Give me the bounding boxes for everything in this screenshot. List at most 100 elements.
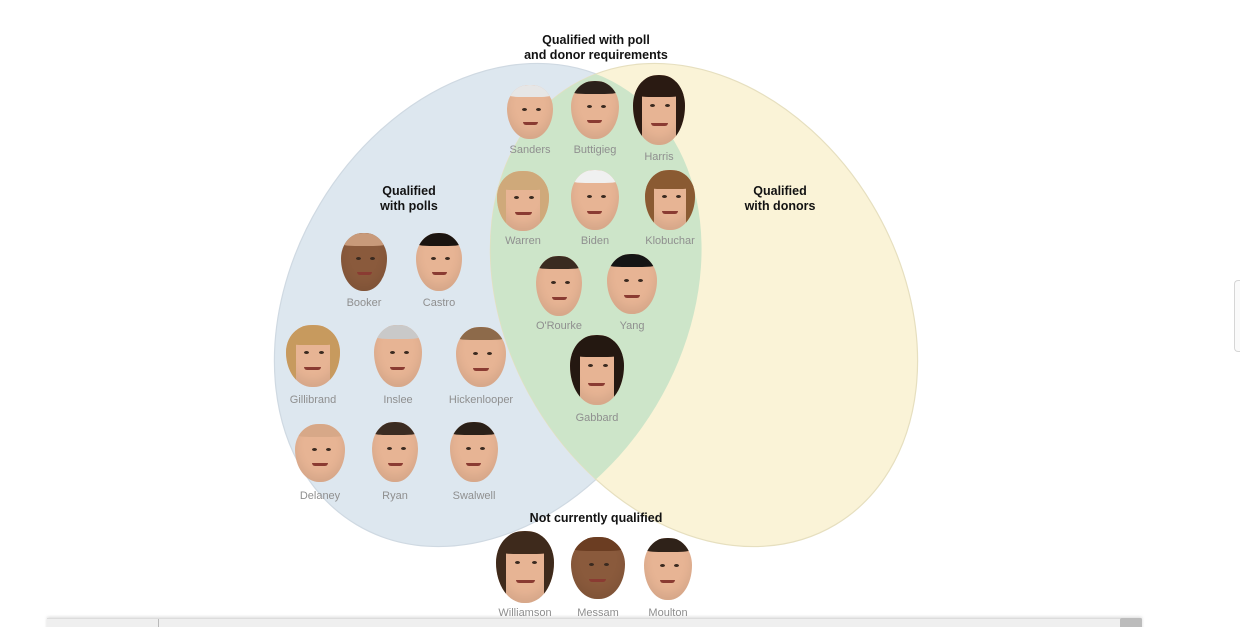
- candidate-warren: Warren: [497, 171, 549, 247]
- eye-shape: [312, 448, 317, 451]
- eye-shape: [551, 281, 556, 284]
- hair-side-shape: [497, 171, 506, 225]
- donors-label-line2: with donors: [744, 199, 816, 213]
- candidate-swalwell: Swalwell: [450, 422, 498, 502]
- candidate-gabbard: Gabbard: [570, 335, 624, 424]
- candidate-face-icon: [496, 531, 554, 603]
- eye-shape: [401, 447, 406, 450]
- eye-shape: [473, 352, 478, 355]
- candidate-name: Biden: [580, 235, 610, 247]
- mouth-shape: [432, 272, 447, 275]
- candidate-name: Harris: [644, 151, 674, 163]
- hair-shape: [286, 325, 340, 345]
- candidate-klobuchar: Klobuchar: [645, 170, 695, 247]
- candidate-name: Warren: [505, 235, 541, 247]
- candidate-face-icon: [374, 325, 422, 387]
- eye-shape: [319, 351, 324, 354]
- hair-side-shape: [330, 325, 340, 381]
- eye-shape: [662, 195, 667, 198]
- mouth-shape: [304, 367, 321, 370]
- candidate-face-icon: [570, 335, 624, 405]
- mouth-shape: [651, 123, 668, 126]
- candidate-name: Delaney: [299, 490, 341, 502]
- candidate-face-icon: [536, 256, 582, 316]
- eye-shape: [522, 108, 527, 111]
- polls-label-line2: with polls: [380, 199, 438, 213]
- polls-group-label: Qualified with polls: [380, 184, 438, 214]
- side-panel-tab[interactable]: [1234, 280, 1240, 352]
- hair-shape: [571, 537, 625, 551]
- candidate-name: Booker: [346, 297, 382, 309]
- candidate-name: Williamson: [498, 607, 552, 619]
- eye-shape: [480, 447, 485, 450]
- hair-side-shape: [686, 170, 695, 224]
- candidate-name: Moulton: [648, 607, 688, 619]
- eye-shape: [589, 563, 594, 566]
- mouth-shape: [312, 463, 328, 466]
- hair-side-shape: [496, 531, 506, 596]
- candidate-sanders: Sanders: [507, 85, 553, 156]
- scrollbar-thumb[interactable]: [1120, 618, 1142, 627]
- mouth-shape: [662, 211, 678, 214]
- candidate-delaney: Delaney: [295, 424, 345, 502]
- hair-side-shape: [286, 325, 296, 381]
- hair-shape: [645, 170, 695, 189]
- candidate-gillibrand: Gillibrand: [286, 325, 340, 406]
- candidate-face-icon: [286, 325, 340, 387]
- candidate-face-icon: [633, 75, 685, 145]
- candidate-face-icon: [372, 422, 418, 482]
- hair-shape: [607, 254, 657, 267]
- eye-shape: [445, 257, 450, 260]
- eye-shape: [587, 105, 592, 108]
- mouth-shape: [588, 383, 605, 386]
- eye-shape: [514, 196, 519, 199]
- hair-shape: [570, 335, 624, 357]
- candidate-name: Hickenlooper: [448, 394, 514, 406]
- mouth-shape: [587, 120, 602, 123]
- candidate-face-icon: [571, 81, 619, 139]
- hair-shape: [295, 424, 345, 437]
- eye-shape: [431, 257, 436, 260]
- candidate-ryan: Ryan: [372, 422, 418, 502]
- candidate-face-icon: [607, 254, 657, 314]
- mouth-shape: [473, 368, 489, 371]
- candidate-face-icon: [416, 233, 462, 291]
- candidate-face-icon: [571, 170, 619, 230]
- candidate-williamson: Williamson: [496, 531, 554, 619]
- candidate-messam: Messam: [571, 537, 625, 619]
- mouth-shape: [388, 463, 403, 466]
- candidate-hickenlooper: Hickenlooper: [449, 327, 513, 406]
- both-label-line1: Qualified with poll: [542, 33, 650, 47]
- eye-shape: [604, 563, 609, 566]
- candidate-biden: Biden: [571, 170, 619, 247]
- candidate-inslee: Inslee: [374, 325, 422, 406]
- eye-shape: [466, 447, 471, 450]
- candidate-name: Inslee: [383, 394, 413, 406]
- candidate-face-icon: [571, 537, 625, 599]
- candidate-face-icon: [295, 424, 345, 482]
- eye-shape: [532, 561, 537, 564]
- eye-shape: [370, 257, 375, 260]
- eye-shape: [624, 279, 629, 282]
- candidate-orourke: O'Rourke: [536, 256, 582, 332]
- eye-shape: [601, 195, 606, 198]
- eye-shape: [326, 448, 331, 451]
- hair-shape: [507, 85, 553, 97]
- eye-shape: [674, 564, 679, 567]
- mouth-shape: [515, 212, 532, 215]
- candidate-name: Gabbard: [575, 412, 619, 424]
- none-group-label: Not currently qualified: [530, 511, 663, 526]
- candidate-face-icon: [644, 538, 692, 600]
- eye-shape: [515, 561, 520, 564]
- mouth-shape: [552, 297, 567, 300]
- hair-shape: [633, 75, 685, 97]
- eye-shape: [660, 564, 665, 567]
- eye-shape: [387, 447, 392, 450]
- horizontal-scrollbar-track[interactable]: [47, 618, 1142, 627]
- hair-side-shape: [544, 531, 554, 596]
- hair-shape: [450, 422, 498, 435]
- eye-shape: [404, 351, 409, 354]
- eye-shape: [587, 195, 592, 198]
- candidate-name: Yang: [619, 320, 645, 332]
